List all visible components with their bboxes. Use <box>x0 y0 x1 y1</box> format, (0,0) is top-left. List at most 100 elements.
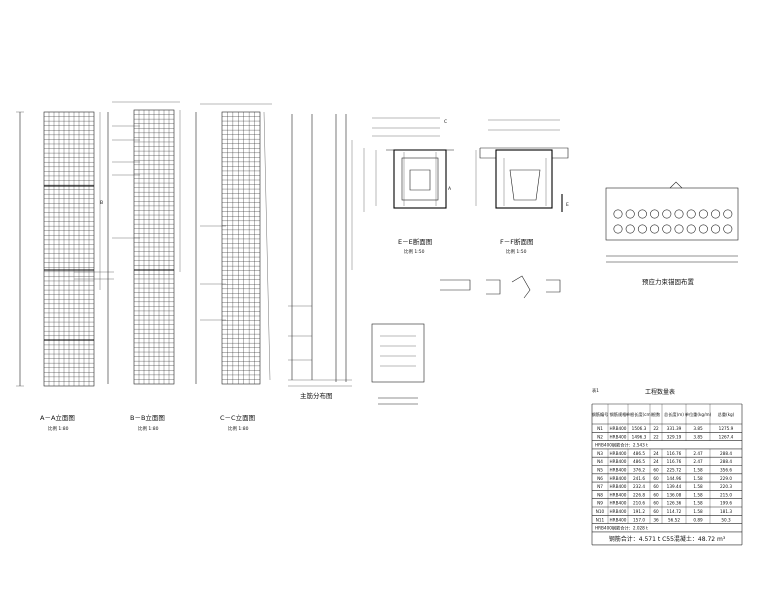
table-cell: 126.36 <box>667 501 682 506</box>
table-cell: N4 <box>597 459 603 464</box>
caption-rebar: 主筋分布图 <box>300 391 333 400</box>
table-cell: 241.6 <box>633 476 645 481</box>
table-cell: 2.47 <box>693 459 703 464</box>
caption-ee: E－E断面图 <box>398 237 432 246</box>
table-cell: 24 <box>653 459 659 464</box>
table-cell: HRB400 <box>610 434 627 439</box>
table-header-cell: 钢筋规格 <box>610 411 628 418</box>
table-cell: HRB400 <box>610 517 627 522</box>
table-cell: 1.58 <box>693 468 703 473</box>
table-cell: 60 <box>653 501 659 506</box>
table-cell: 144.96 <box>667 476 682 481</box>
table-cell: 288.4 <box>720 451 732 456</box>
table-cell: 1.58 <box>693 501 703 506</box>
table-cell: 199.6 <box>720 501 732 506</box>
table-cell: 24 <box>653 451 659 456</box>
table-cell: 116.76 <box>667 459 682 464</box>
table-cell: N8 <box>597 492 603 497</box>
section-marker-c: C <box>444 119 447 125</box>
view-bb-elevation <box>107 101 181 385</box>
table-cell: 225.72 <box>667 468 682 473</box>
table-cell: HRB400 <box>610 459 627 464</box>
table-cell: 22 <box>653 426 659 431</box>
table-cell: 486.5 <box>633 459 645 464</box>
section-marker-b: B <box>100 200 103 206</box>
table-note: 表1 <box>592 387 599 394</box>
caption-ff: F－F断面图 <box>500 237 533 246</box>
section-marker-e: E <box>566 202 569 208</box>
table-cell: 0.89 <box>693 517 703 522</box>
table-cell: HRB400 <box>610 484 627 489</box>
table-cell: 2.47 <box>693 451 703 456</box>
table-cell: 60 <box>653 468 659 473</box>
table-cell: N11 <box>596 517 605 522</box>
table-cell: HRB400 <box>610 451 627 456</box>
table-cell: 229.0 <box>720 476 732 481</box>
table-cell: HRB400 <box>610 468 627 473</box>
table-cell: 1275.9 <box>719 426 734 431</box>
scale-bb: 比例 1:80 <box>138 425 159 432</box>
table-cell: 215.0 <box>720 492 732 497</box>
table-cell: 288.4 <box>720 459 732 464</box>
scale-aa: 比例 1:80 <box>48 425 69 432</box>
table-cell: 1.58 <box>693 484 703 489</box>
table-cell: 136.08 <box>667 492 682 497</box>
table-cell: 1.58 <box>693 509 703 514</box>
view-plan-detail <box>371 323 425 405</box>
rebar-detail-sketches <box>440 275 561 299</box>
table-cell: N3 <box>597 451 603 456</box>
table-cell: N5 <box>597 468 603 473</box>
table-cell: 157.0 <box>633 517 645 522</box>
table-cell: 356.6 <box>720 468 732 473</box>
table-cell: 1.58 <box>693 476 703 481</box>
table-cell: 60 <box>653 492 659 497</box>
caption-anchor: 预应力束锚固布置 <box>642 277 695 286</box>
table-cell: 486.5 <box>633 451 645 456</box>
table-header-cell: 单根长度(cm) <box>626 411 653 418</box>
table-cell: 1496.3 <box>632 434 647 439</box>
scale-ee: 比例 1:50 <box>404 248 425 255</box>
table-cell: 56.52 <box>668 517 680 522</box>
table-cell: N7 <box>597 484 603 489</box>
table-subtotal: HRB400钢筋合计：2.028 t <box>595 525 648 532</box>
caption-cc: C－C立面图 <box>220 413 255 422</box>
table-cell: 60 <box>653 509 659 514</box>
captions: A－A立面图 比例 1:80 B－B立面图 比例 1:80 C－C立面图 比例 … <box>40 237 695 432</box>
view-ff-section: E <box>475 119 569 212</box>
table-header-cell: 总重(kg) <box>718 411 735 417</box>
table-cell: 50.3 <box>721 517 731 522</box>
view-aa-elevation: B <box>16 111 114 387</box>
table-cell: 226.8 <box>633 492 645 497</box>
section-marker-a: A <box>448 186 452 192</box>
table-cell: 1.58 <box>693 492 703 497</box>
table-cell: N9 <box>597 501 603 506</box>
table-cell: 181.3 <box>720 509 732 514</box>
caption-bb: B－B立面图 <box>130 413 165 422</box>
table-grand-total: 钢筋合计：4.571 t C55混凝土：48.72 m³ <box>609 535 726 543</box>
table-cell: HRB400 <box>610 501 627 506</box>
table-cell: 3.85 <box>693 426 703 431</box>
table-cell: N1 <box>597 426 603 431</box>
table-cell: N10 <box>596 509 605 514</box>
table-cell: 210.6 <box>633 501 645 506</box>
table-header-cell: 单位重(kg/m) <box>685 411 712 418</box>
table-cell: HRB400 <box>610 492 627 497</box>
table-cell: 329.19 <box>667 434 682 439</box>
table-cell: 139.44 <box>667 484 682 489</box>
table-cell: 191.2 <box>633 509 645 514</box>
table-cell: HRB400 <box>610 476 627 481</box>
table-cell: 60 <box>653 484 659 489</box>
table-cell: 116.76 <box>667 451 682 456</box>
table-cell: 22 <box>653 434 659 439</box>
scale-cc: 比例 1:80 <box>228 425 249 432</box>
table-cell: 331.39 <box>667 426 682 431</box>
table-cell: 1267.4 <box>719 434 734 439</box>
quantity-table: 表1 工程数量表 钢筋编号钢筋规格单根长度(cm)根数总长度(m)单位重(kg/… <box>592 387 743 546</box>
table-header-cell: 总长度(m) <box>664 411 684 418</box>
table-cell: 1506.3 <box>632 426 647 431</box>
caption-aa: A－A立面图 <box>40 413 75 422</box>
table-cell: HRB400 <box>610 509 627 514</box>
view-rebar-distribution <box>288 114 353 387</box>
table-cell: 60 <box>653 476 659 481</box>
table-cell: 220.3 <box>720 484 732 489</box>
